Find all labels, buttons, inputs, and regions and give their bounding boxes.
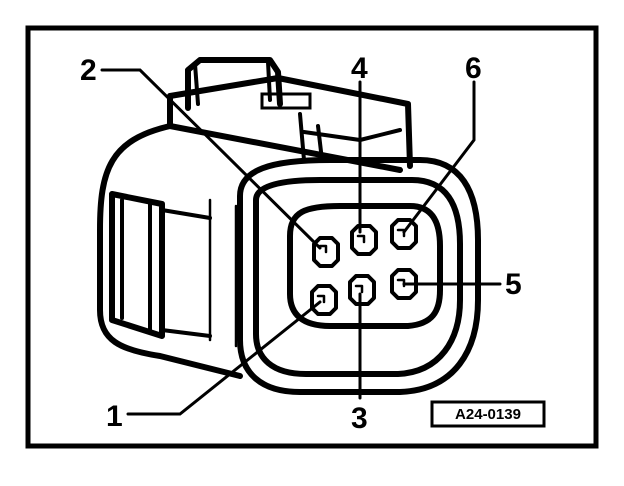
cavity-4	[350, 224, 378, 256]
figure-frame	[25, 25, 599, 449]
leader-lines	[100, 68, 502, 416]
callout-4: 4	[351, 52, 368, 85]
pin-socket-field	[287, 203, 443, 329]
callout-1: 1	[106, 400, 123, 433]
front-face-outer	[237, 157, 481, 395]
callout-2: 2	[80, 54, 97, 87]
side-latch	[109, 191, 165, 339]
pin-cavities	[310, 218, 418, 316]
leader-6	[402, 80, 476, 234]
callout-6: 6	[465, 52, 482, 85]
cavity-5	[390, 268, 418, 300]
reference-code: A24-0139	[455, 406, 521, 423]
reference-code-box: A24-0139	[430, 400, 546, 428]
leader-2	[100, 68, 322, 250]
outer-shell	[97, 123, 243, 379]
front-face-inner	[253, 177, 463, 377]
cavity-6	[390, 218, 418, 250]
cavity-3	[348, 274, 376, 306]
connector-housing	[97, 57, 481, 395]
callout-3: 3	[351, 402, 368, 435]
cavity-1	[310, 284, 338, 316]
cavity-2	[312, 236, 340, 268]
callout-5: 5	[505, 268, 522, 301]
leader-1	[126, 300, 322, 416]
